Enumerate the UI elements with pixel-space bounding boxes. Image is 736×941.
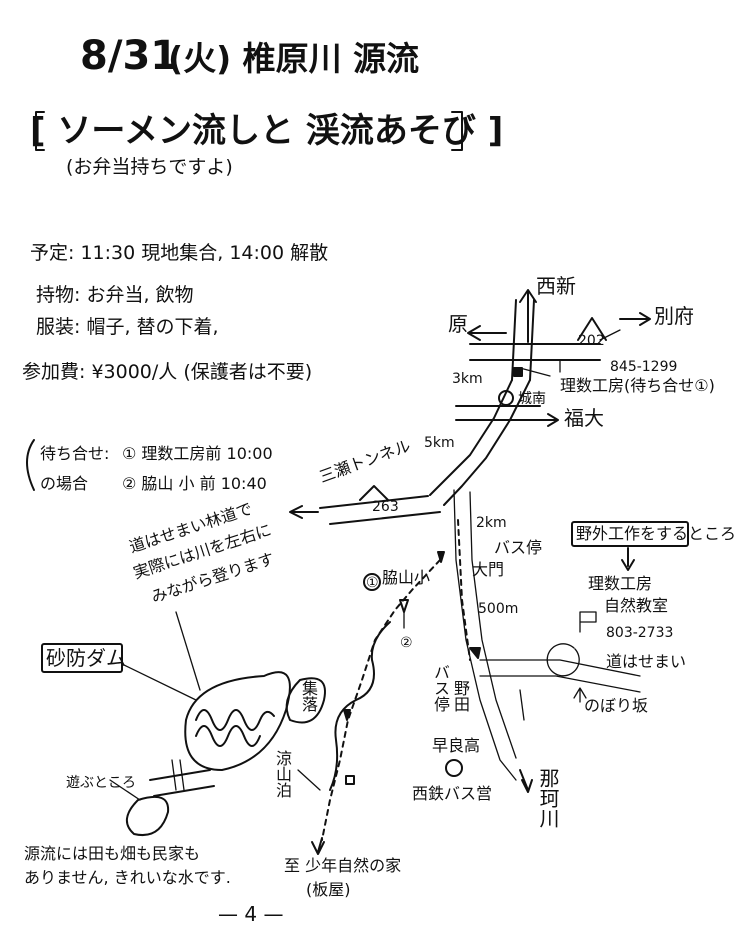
label-omon: 大門	[472, 560, 505, 579]
box-sabo-frame	[41, 643, 123, 673]
arrow-nishijin	[519, 289, 537, 343]
arrow-hara	[467, 325, 507, 341]
flag-koubou	[579, 611, 597, 633]
label-2km: 2km	[476, 515, 507, 531]
road-shizen	[479, 659, 641, 721]
label-noda: 野田	[451, 680, 470, 712]
zigzag-road-2	[195, 725, 261, 747]
arrow-fukudai	[539, 413, 559, 427]
arrow-yagai	[621, 547, 635, 571]
arrow-beppu	[619, 312, 651, 326]
label-route-202: 202	[578, 333, 605, 349]
label-nishitetsu: 西鉄バス営	[412, 784, 493, 803]
marker-2	[399, 599, 409, 613]
meeting-place-2: ② 脇山 小 前 10:40	[122, 474, 267, 493]
label-risuu-koubou: 理数工房(待ち合せ①)	[560, 376, 715, 395]
label-beppu: 別府	[654, 304, 694, 328]
circle-narrow	[546, 643, 580, 677]
road-main	[429, 379, 531, 506]
label-500m: 500m	[478, 601, 519, 617]
arrow-noborizaka	[573, 687, 587, 703]
label-asobu: 遊ぶところ	[66, 775, 136, 791]
shuraku-circle	[285, 677, 326, 724]
meeting-brace	[26, 439, 35, 491]
label-phone-2: 803-2733	[606, 625, 674, 641]
label-route-263: 263	[372, 499, 399, 515]
label-shonen-2: (板屋)	[306, 880, 351, 899]
label-michisemai: 道はせまい	[606, 652, 687, 671]
circle-sawaradaka	[445, 759, 463, 777]
label-5km: 5km	[424, 435, 455, 451]
arrow-risuu	[519, 367, 551, 377]
asobu-area	[126, 796, 170, 836]
label-circle-1: ①	[366, 575, 379, 591]
label-koubou: 理数工房	[588, 574, 653, 593]
label-circle-2: ②	[400, 635, 413, 651]
label-wakiyama: 脇山小	[382, 568, 431, 587]
box-yagai-frame	[571, 521, 689, 547]
route-dashed-2	[457, 519, 471, 661]
label-hara: 原	[448, 312, 468, 336]
route-dashed	[321, 559, 441, 841]
event-date: 8/31	[80, 33, 179, 79]
route-202-marker	[577, 317, 607, 341]
road-202-horizontal	[469, 343, 601, 361]
loop-area	[184, 671, 291, 771]
label-ryozanpaku: 涼山泊	[273, 750, 292, 798]
label-shuraku: 集落	[299, 680, 318, 712]
label-shizen: 自然教室	[604, 596, 669, 615]
schedule-sankahi: 参加費: ¥3000/人 (保護者は不要)	[22, 361, 313, 383]
label-sabo: 砂防ダム	[46, 646, 126, 670]
road-lower	[149, 769, 215, 797]
road-263	[319, 495, 441, 525]
arrow-shonen	[311, 837, 325, 855]
label-genryu-2: ありません, きれいな水です.	[24, 868, 231, 887]
arrow-nakagawa	[519, 769, 533, 793]
label-busstop-1: バス停	[494, 538, 543, 557]
label-noborizaka: のぼり坂	[584, 696, 649, 715]
schedule-yotei: 予定: 11:30 現地集合, 14:00 解散	[30, 242, 329, 264]
map-drawing	[26, 111, 689, 855]
road-north	[511, 299, 535, 381]
zigzag-road	[195, 709, 275, 731]
event-title: (火) 椎原川 源流	[168, 39, 420, 78]
label-yagai: 野外工作をするところ	[576, 524, 736, 543]
road-south	[453, 489, 517, 781]
meeting-label-2: の場合	[40, 474, 89, 493]
label-nakagawa: 那珂川	[536, 768, 560, 828]
schedule-mochimono: 持物: お弁当, 飲物	[36, 284, 194, 306]
label-sawaradaka: 早良高	[432, 736, 481, 755]
road-fukudai	[455, 405, 541, 421]
label-genryu-1: 源流には田も畑も民家も	[24, 844, 201, 863]
subtitle-bracket-right	[451, 111, 463, 151]
label-nishijin: 西新	[536, 274, 576, 298]
event-subnote: (お弁当持ちですよ)	[66, 156, 233, 178]
bus-stop-marker	[437, 551, 445, 563]
label-shonen-1: 至 少年自然の家	[284, 856, 402, 875]
route-263-marker	[359, 485, 389, 501]
meeting-place-1: ① 理数工房前 10:00	[122, 444, 273, 463]
label-fukudai: 福大	[564, 406, 604, 430]
label-3km: 3km	[452, 371, 483, 387]
arrow-tunnel	[289, 505, 319, 519]
event-subtitle: [ ソーメン流しと 渓流あそび ]	[30, 111, 504, 151]
label-phone-1: 845-1299	[610, 359, 678, 375]
circle-jonan	[498, 390, 514, 406]
label-jonan: 城南	[518, 391, 546, 407]
schedule-fukuso: 服装: 帽子, 替の下着,	[36, 316, 219, 338]
label-busstop-2: バス停	[431, 664, 450, 712]
circle-wakiyama	[363, 573, 381, 591]
winding-road	[329, 621, 391, 791]
meeting-label-1: 待ち合せ:	[40, 444, 110, 463]
page-number: — 4 —	[218, 902, 284, 926]
marker-ryozanpaku	[345, 775, 355, 785]
subtitle-bracket-left	[35, 111, 45, 151]
